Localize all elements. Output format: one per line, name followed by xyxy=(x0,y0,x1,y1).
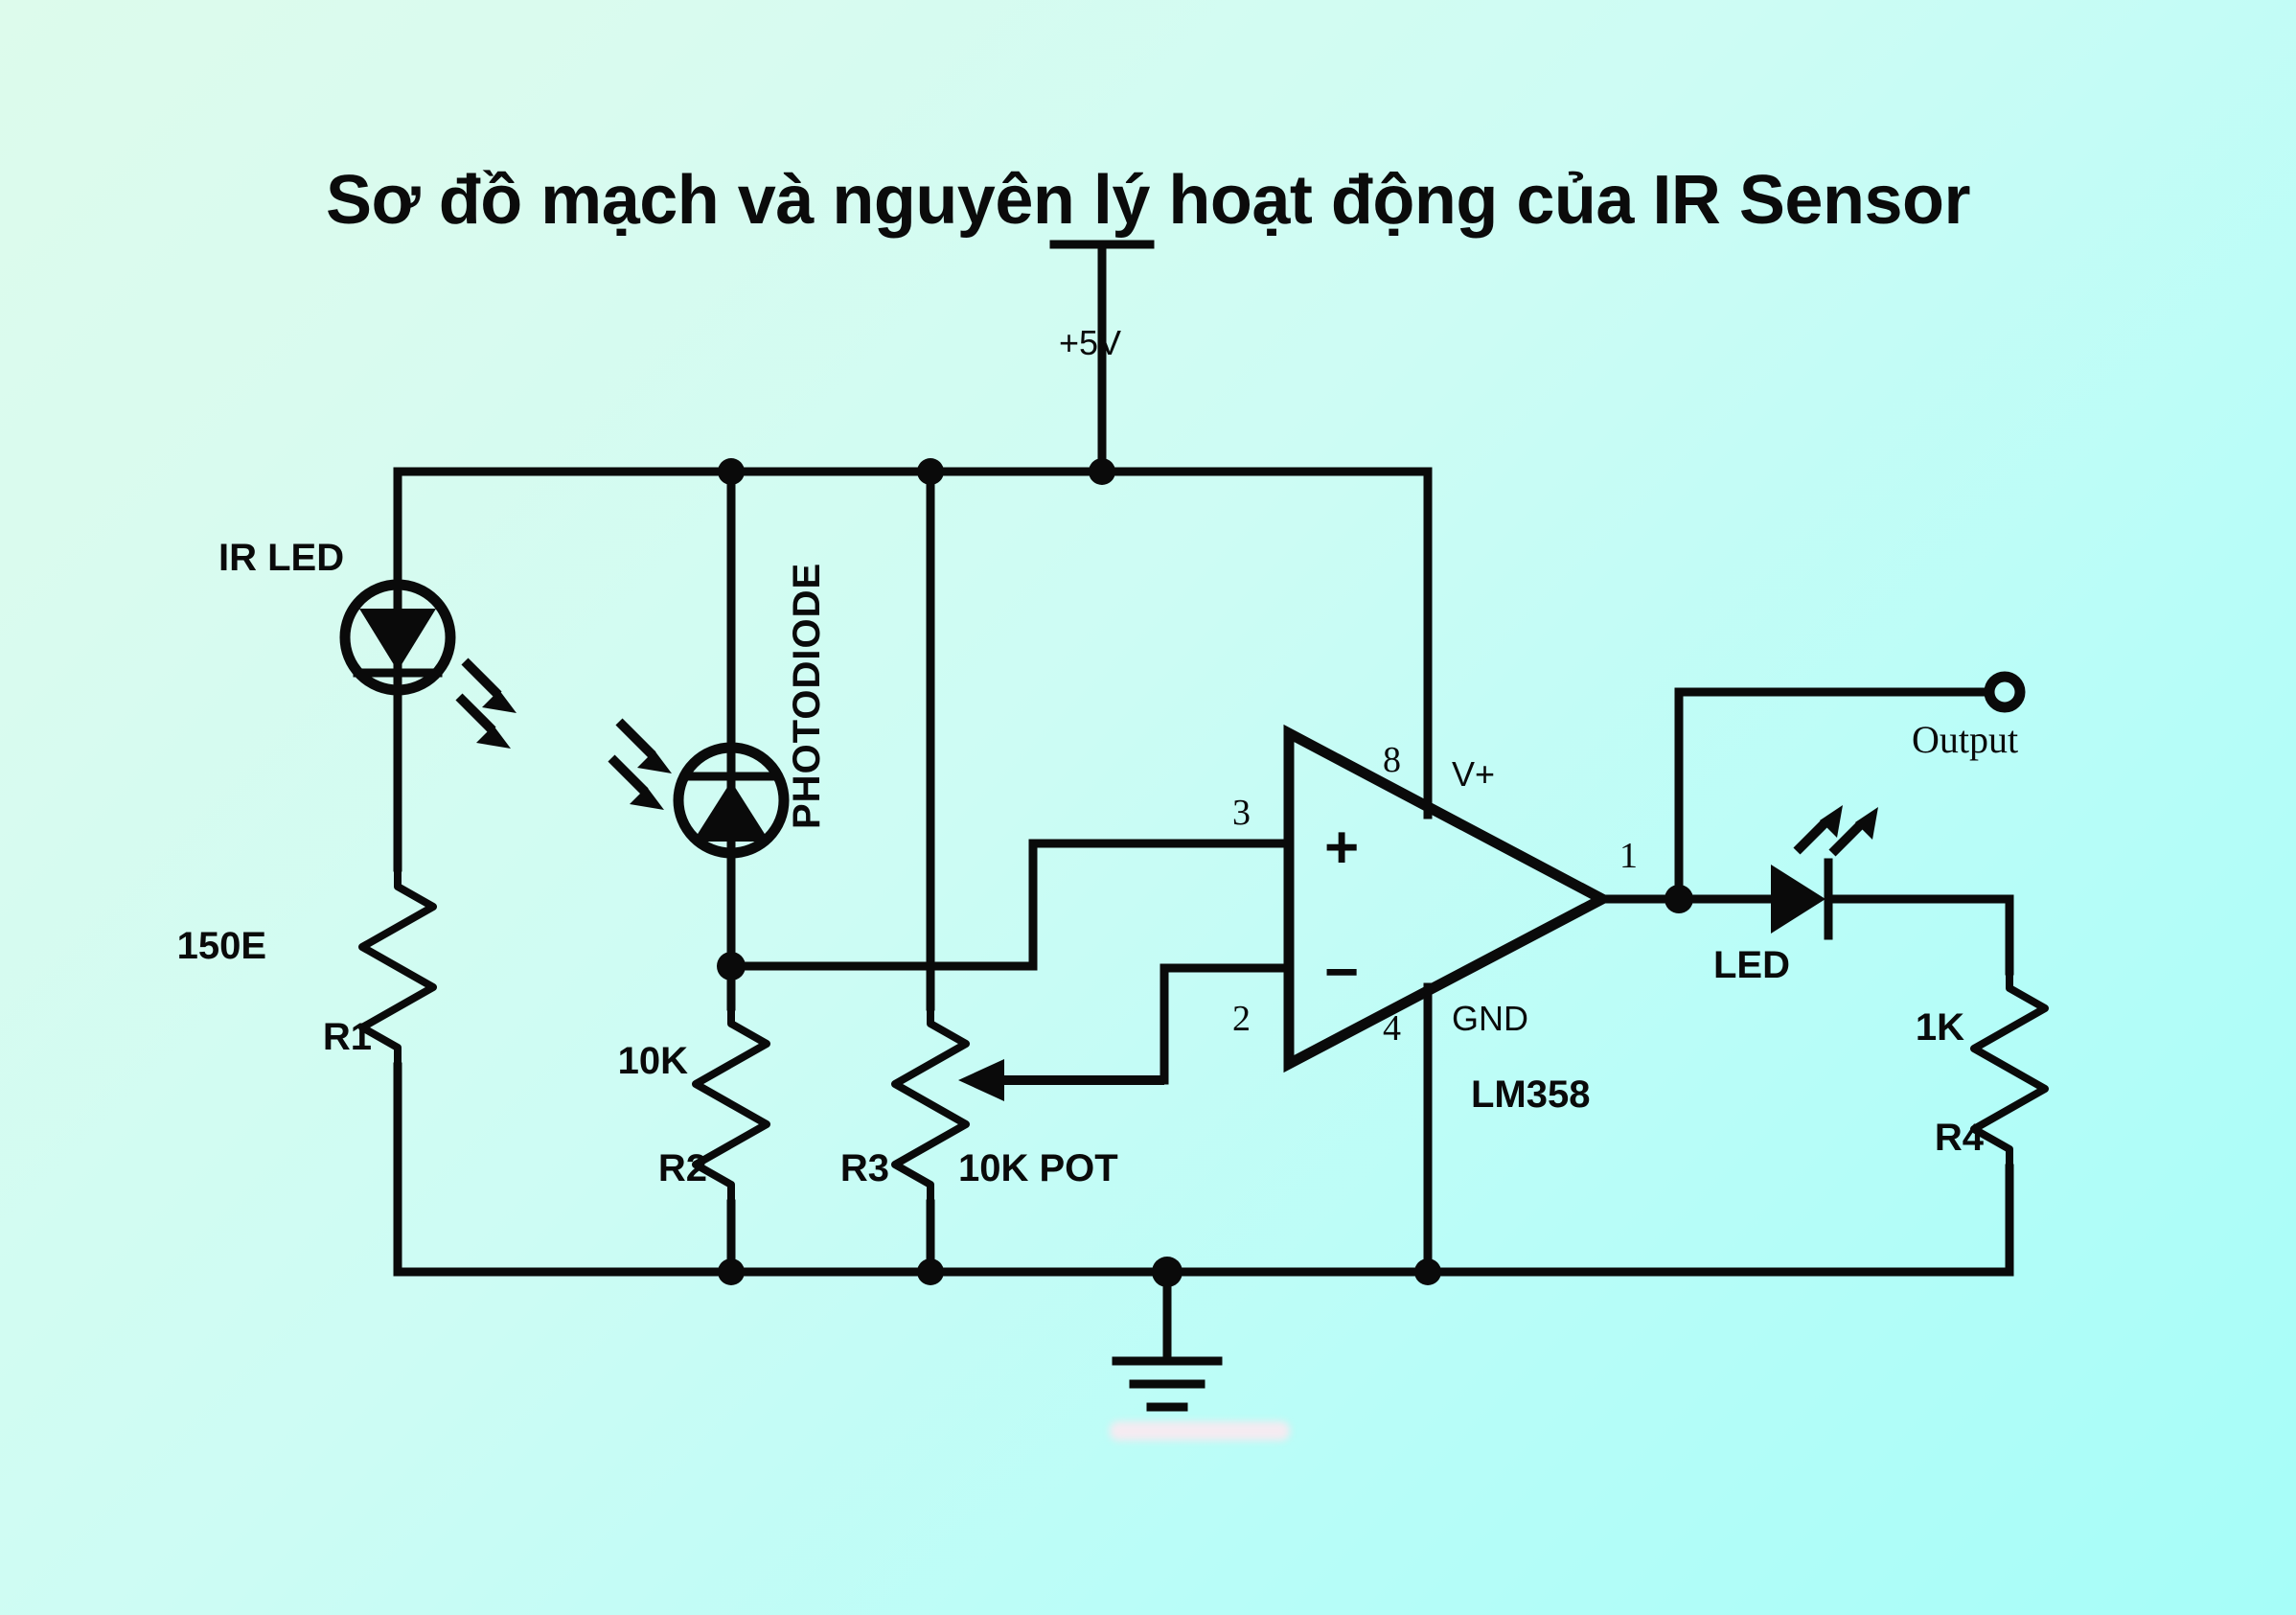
junction-dot-gnd-r2 xyxy=(718,1258,745,1285)
led-emission-arrow-2-shaft xyxy=(1828,820,1865,857)
led-label: LED xyxy=(1713,944,1790,986)
ir-led-branch xyxy=(339,467,517,872)
background-smudge xyxy=(1110,1421,1290,1441)
ir-emission-arrow-1-head xyxy=(482,690,517,713)
junction-dot-gnd-r3 xyxy=(917,1258,944,1285)
r1-resistor xyxy=(358,864,437,1277)
op-amp-pin-2-label: 2 xyxy=(1232,999,1251,1039)
output-terminal-ring[interactable] xyxy=(1984,671,2026,713)
ir-emission-arrow-2-shaft xyxy=(455,693,496,734)
photodiode-arrow-2-head xyxy=(630,787,664,810)
led-indicator xyxy=(1674,805,2014,940)
ir-emission-arrow-1-shaft xyxy=(461,658,502,699)
led-emission-arrow-1-shaft xyxy=(1793,819,1829,855)
r2-value-label: 10K xyxy=(618,1040,688,1082)
ir-led-triangle xyxy=(359,609,436,671)
led-triangle xyxy=(1771,865,1825,934)
supply-label: +5V xyxy=(1059,323,1121,362)
op-amp-pin-1-label: 1 xyxy=(1619,836,1638,876)
led-emission-arrow-1-head xyxy=(1820,805,1843,838)
supply-rail xyxy=(393,240,1433,485)
op-amp-gnd-pinname: GND xyxy=(1452,999,1528,1038)
r2-ref-label: R2 xyxy=(658,1147,707,1189)
op-amp-vplus-pinname: V+ xyxy=(1452,754,1495,794)
ir-led-label: IR LED xyxy=(218,537,344,579)
page-title: Sơ đồ mạch và nguyên lý hoạt động của IR… xyxy=(326,162,1971,239)
led-emission-arrow-2-head xyxy=(1855,807,1878,840)
photodiode-arrow-1-shaft xyxy=(615,718,656,759)
r4-resistor xyxy=(1970,894,2049,1277)
junction-dot-vcc xyxy=(1089,458,1115,485)
r1-value-label: 150E xyxy=(177,925,266,967)
r3-zigzag xyxy=(891,1003,970,1208)
r3-pot-branch xyxy=(891,467,1294,1277)
ground-rail xyxy=(393,1257,2014,1287)
r4-ref-label: R4 xyxy=(1935,1117,1985,1159)
output-label: Output xyxy=(1912,718,2018,761)
r1-zigzag xyxy=(358,864,437,1071)
inverting-input-wire xyxy=(1159,963,1294,1085)
led-emission-arrows xyxy=(1793,805,1878,857)
photodiode-incident-arrows xyxy=(608,718,672,810)
op-amp-minus-sign: − xyxy=(1324,939,1359,1005)
photodiode-branch xyxy=(608,467,790,1011)
photodiode-arrow-2-shaft xyxy=(608,754,649,796)
op-amp-pin-3-label: 3 xyxy=(1232,793,1251,833)
sense-node-wiring xyxy=(717,839,1294,981)
noninverting-input-wire xyxy=(726,839,1294,971)
op-amp-triangle xyxy=(1283,724,1614,1073)
r3-ref-label: R3 xyxy=(840,1147,889,1189)
op-amp-pin-8-label: 8 xyxy=(1383,740,1401,780)
r4-value-label: 1K xyxy=(1916,1006,1964,1049)
op-amp xyxy=(1283,467,1684,1277)
output-branch-wire xyxy=(1674,687,1993,904)
r3-value-label: 10K POT xyxy=(958,1147,1118,1189)
ir-emission-arrow-2-head xyxy=(476,726,511,749)
r2-resistor xyxy=(692,1003,770,1277)
r1-ref-label: R1 xyxy=(323,1016,372,1058)
pot-wiper-arrowhead xyxy=(958,1059,1004,1101)
r4-zigzag xyxy=(1970,967,2049,1172)
output-terminal[interactable] xyxy=(1665,671,2026,913)
junction-dot-gnd-opamp xyxy=(1414,1258,1441,1285)
op-amp-pin-4-label: 4 xyxy=(1383,1008,1401,1049)
op-amp-part-label: LM358 xyxy=(1471,1073,1591,1116)
photodiode-arrow-1-head xyxy=(637,750,672,773)
r2-zigzag xyxy=(692,1003,770,1208)
photodiode-label: PHOTODIODE xyxy=(786,563,828,829)
photodiode-triangle xyxy=(693,781,769,842)
ground-symbol xyxy=(1112,1267,1223,1412)
op-amp-plus-sign: + xyxy=(1324,815,1359,881)
ir-led-emission-arrows xyxy=(455,658,517,749)
